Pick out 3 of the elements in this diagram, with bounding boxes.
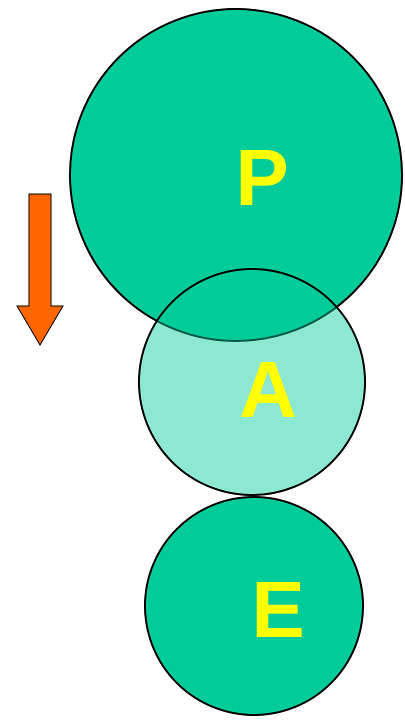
circle-label: E (251, 570, 305, 650)
circle-label: A (239, 350, 297, 430)
circle-label: P (235, 138, 289, 218)
